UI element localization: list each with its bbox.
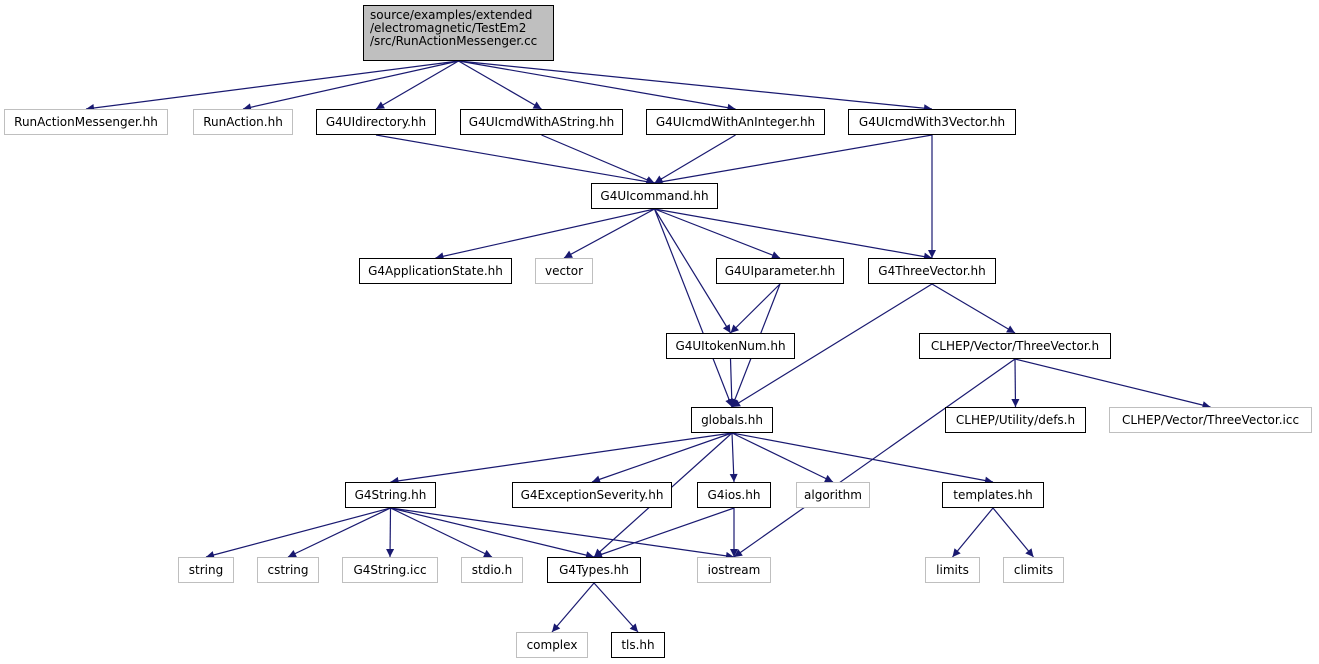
edge-templates-to-climits <box>992 507 1034 558</box>
edge-CLHEPThreeVectorH-to-CLHEPdefs <box>1011 358 1020 408</box>
edge-root-to-RunActionHH <box>242 60 459 112</box>
edge-globals-to-G4String <box>390 432 733 485</box>
node-g4uicmdwithastring[interactable]: G4UIcmdWithAString.hh <box>460 109 623 135</box>
edge-CLHEPThreeVectorH-to-iostream <box>733 358 1016 558</box>
edge-G4String-to-G4StringIcc <box>386 507 395 558</box>
edge-globals-to-templates <box>731 432 994 485</box>
node-g4uicmdwith3vector[interactable]: G4UIcmdWith3Vector.hh <box>848 109 1016 135</box>
node-clhep-threevector-h[interactable]: CLHEP/Vector/ThreeVector.h <box>919 333 1111 359</box>
node-g4ios[interactable]: G4ios.hh <box>697 482 771 508</box>
node-climits: climits <box>1003 557 1064 583</box>
edge-G4ThreeVector-to-CLHEPThreeVectorH <box>931 283 1016 334</box>
edge-G4UIdirectory-to-G4UIcommand <box>375 134 655 186</box>
node-g4uicmdwithaninteger[interactable]: G4UIcmdWithAnInteger.hh <box>646 109 825 135</box>
node-iostream: iostream <box>697 557 771 583</box>
node-algorithm: algorithm <box>796 482 870 508</box>
root-file-node[interactable]: source/examples/extended /electromagneti… <box>363 5 554 61</box>
edge-G4Types-to-tls <box>593 582 639 633</box>
node-g4string[interactable]: G4String.hh <box>345 482 436 508</box>
node-g4uiparameter[interactable]: G4UIparameter.hh <box>716 258 844 284</box>
edge-G4UIcmdWith3Vector-to-G4UIcommand <box>654 134 933 186</box>
node-tls[interactable]: tls.hh <box>611 632 665 658</box>
node-clhep-utility-defs[interactable]: CLHEP/Utility/defs.h <box>945 407 1086 433</box>
node-templates[interactable]: templates.hh <box>942 482 1044 508</box>
node-g4types[interactable]: G4Types.hh <box>547 557 641 583</box>
edge-G4UIcommand-to-vector <box>563 208 655 259</box>
node-runactionmessenger-hh: RunActionMessenger.hh <box>4 109 168 135</box>
edge-G4UIcmdWithAnInteger-to-G4UIcommand <box>654 134 736 184</box>
edge-G4UIcommand-to-G4UIparameter <box>654 208 781 259</box>
edge-root-to-G4UIcmdWithAnInteger <box>458 60 736 112</box>
root-line-1: source/examples/extended <box>370 8 533 22</box>
edge-G4UIcommand-to-G4UItokenNum <box>653 208 732 334</box>
edge-G4ThreeVector-to-globals <box>731 283 933 408</box>
node-g4uicommand[interactable]: G4UIcommand.hh <box>591 183 718 209</box>
root-line-3: /src/RunActionMessenger.cc <box>370 34 538 48</box>
edge-G4String-to-iostream <box>390 507 735 560</box>
edge-G4UIcmdWithAString-to-G4UIcommand <box>541 134 655 184</box>
node-stdio: stdio.h <box>461 557 523 583</box>
edge-root-to-G4UIcmdWithAString <box>458 60 542 110</box>
edge-G4UIcommand-to-G4ThreeVector <box>654 208 933 261</box>
edge-templates-to-limits <box>952 507 994 558</box>
edge-G4UItokenNum-to-globals <box>727 358 736 408</box>
node-complex: complex <box>516 632 588 658</box>
edge-G4ios-to-G4Types <box>593 507 735 559</box>
node-vector: vector <box>535 258 593 284</box>
node-g4applicationstate[interactable]: G4ApplicationState.hh <box>359 258 512 284</box>
edge-G4String-to-G4Types <box>390 507 595 560</box>
edge-G4UIcommand-to-globals <box>653 208 733 408</box>
node-cstring: cstring <box>257 557 319 583</box>
edge-globals-to-G4ExceptionSeverity <box>591 432 733 484</box>
edge-root-to-G4UIdirectory <box>375 60 459 110</box>
node-runaction-hh: RunAction.hh <box>193 109 293 135</box>
node-g4string-icc: G4String.icc <box>342 557 438 583</box>
node-g4uitokennum[interactable]: G4UItokenNum.hh <box>666 333 795 359</box>
edge-CLHEPThreeVectorH-to-CLHEPThreeVectorIcc <box>1014 358 1211 409</box>
root-line-2: /electromagnetic/TestEm2 <box>370 21 527 35</box>
edge-G4UIcommand-to-G4ApplicationState <box>435 208 655 261</box>
edge-globals-to-algorithm <box>731 432 834 483</box>
edge-G4UIparameter-to-G4UItokenNum <box>730 283 781 334</box>
node-globals[interactable]: globals.hh <box>691 407 773 433</box>
edge-G4String-to-string <box>205 507 391 559</box>
node-clhep-threevector-icc: CLHEP/Vector/ThreeVector.icc <box>1109 407 1312 433</box>
edge-root-to-RunActionMessengerHH <box>85 60 459 112</box>
edge-root-to-G4UIcmdWith3Vector <box>458 60 933 113</box>
node-string: string <box>178 557 234 583</box>
node-g4exceptionseverity[interactable]: G4ExceptionSeverity.hh <box>512 482 672 508</box>
node-limits: limits <box>925 557 980 583</box>
edge-G4Types-to-complex <box>551 582 595 633</box>
edge-globals-to-G4ios <box>729 432 738 483</box>
node-g4threevector[interactable]: G4ThreeVector.hh <box>868 258 996 284</box>
node-g4uidirectory[interactable]: G4UIdirectory.hh <box>316 109 436 135</box>
edge-G4String-to-cstring <box>287 507 391 558</box>
edge-G4String-to-stdio <box>390 507 493 558</box>
